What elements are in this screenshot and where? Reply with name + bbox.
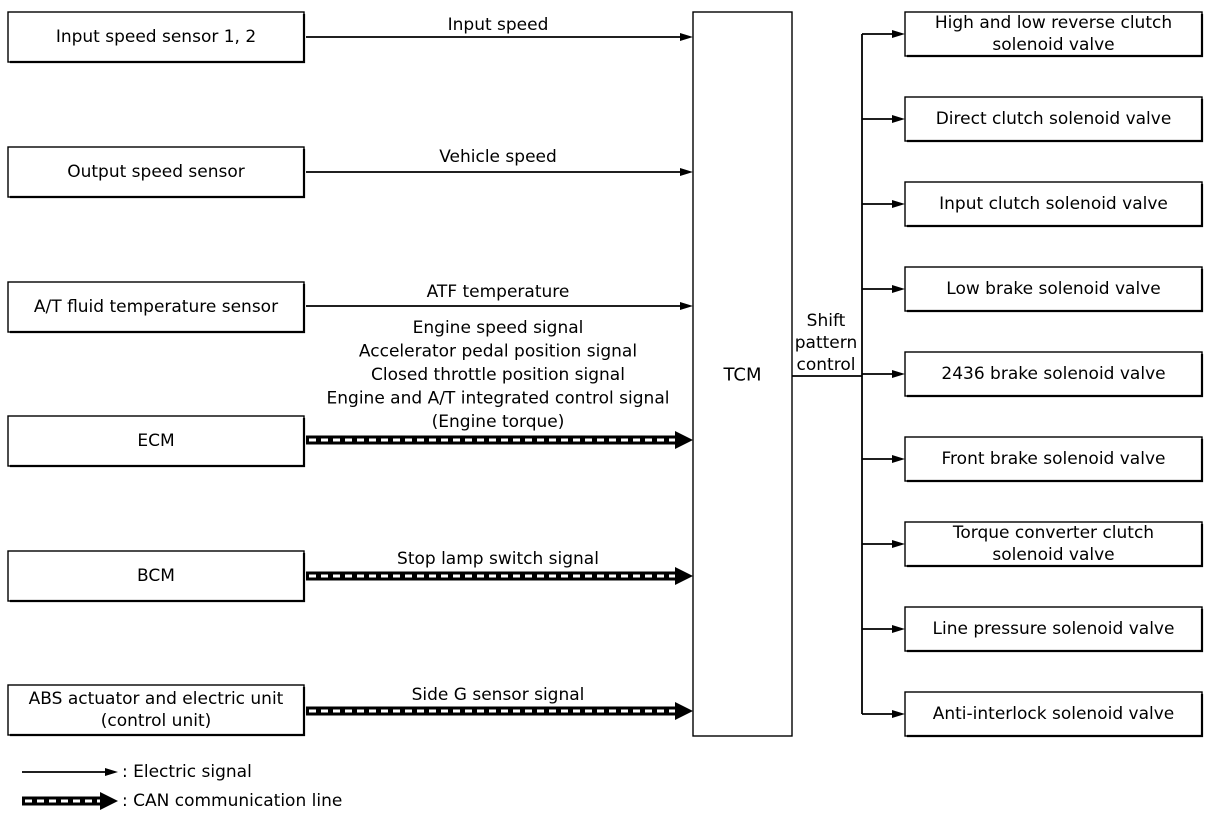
output-box-shadow [907,184,1204,228]
output-box-label: Torque converter clutch [952,523,1154,543]
output-box-label: Input clutch solenoid valve [939,194,1168,214]
output-box-label: Line pressure solenoid valve [933,619,1175,639]
output-8: Anti-interlock solenoid valve [862,691,1204,738]
signal-label: (Engine torque) [432,412,565,432]
output-box-label: High and low reverse clutch [935,13,1172,33]
can-arrowhead-icon [675,702,693,720]
output-box-shadow [907,694,1204,738]
can-arrowhead-icon [100,792,118,810]
output-box-label: solenoid valve [992,545,1114,565]
input-box-shadow [10,418,306,468]
can-arrowhead-icon [675,431,693,449]
arrowhead-icon [680,302,693,310]
signal-label: Engine speed signal [413,318,584,338]
output-box [904,691,1203,737]
signal-label: ATF temperature [427,282,570,302]
signal-label: Accelerator pedal position signal [359,342,637,362]
input-0: Input speed sensor 1, 2 Input speed [7,11,693,64]
output-box-shadow [907,524,1204,568]
tcm-label: TCM [722,365,761,386]
arrowhead-icon [892,200,905,208]
arrowhead-icon [892,285,905,293]
output-4: 2436 brake solenoid valve [862,351,1204,398]
legend-item-electric: : Electric signal [22,762,252,782]
input-1: Output speed sensor Vehicle speed [7,146,693,199]
output-box [904,11,1203,57]
input-box-shadow [10,687,306,737]
arrowhead-icon [892,625,905,633]
input-box-label: (control unit) [101,711,212,731]
output-box-shadow [907,609,1204,653]
input-box-label: ABS actuator and electric unit [29,689,284,709]
legend-label: : Electric signal [122,762,252,782]
output-box-label: Front brake solenoid valve [942,449,1166,469]
input-box [7,281,305,333]
input-box-shadow [10,149,306,199]
arrowhead-icon [680,33,693,41]
input-box-label: Output speed sensor [67,162,245,182]
output-3: Low brake solenoid valve [862,266,1204,313]
input-box-label: A/T fluid temperature sensor [34,297,278,317]
output-box-label: solenoid valve [992,35,1114,55]
output-2: Input clutch solenoid valve [862,181,1204,228]
output-box-label: Direct clutch solenoid valve [936,109,1172,129]
input-box-label: BCM [137,566,175,586]
output-control-label: Shift [807,311,846,331]
signal-label: Engine and A/T integrated control signal [327,389,670,409]
input-box [7,11,305,63]
output-box-label: Anti-interlock solenoid valve [933,704,1175,724]
output-box [904,266,1203,312]
arrowhead-icon [892,710,905,718]
output-box-shadow [907,14,1204,58]
arrowhead-icon [892,115,905,123]
output-1: Direct clutch solenoid valve [862,96,1204,143]
output-box-shadow [907,354,1204,398]
signal-label: Side G sensor signal [412,685,585,705]
input-box-shadow [10,14,306,64]
output-5: Front brake solenoid valve [862,436,1204,483]
signal-label: Input speed [448,15,549,35]
output-box-shadow [907,99,1204,143]
legend: : Electric signal : CAN communication lin… [22,762,342,811]
arrowhead-icon [892,30,905,38]
input-components: Input speed sensor 1, 2 Input speedOutput… [7,11,693,737]
can-arrowhead-icon [675,567,693,585]
signal-label: Closed throttle position signal [371,365,625,385]
input-box-label: ECM [137,431,174,451]
input-5: ABS actuator and electric unit(control u… [7,684,693,737]
output-box-label: Low brake solenoid valve [946,279,1160,299]
output-box-label: 2436 brake solenoid valve [941,364,1165,384]
tcm-box [692,11,793,737]
input-4: BCM Stop lamp switch signal [7,549,693,603]
legend-item-can: : CAN communication line [22,791,342,811]
arrowhead-icon [105,768,118,776]
input-box [7,146,305,198]
arrowhead-icon [892,370,905,378]
input-box-shadow [10,284,306,334]
arrowhead-icon [680,168,693,176]
input-2: A/T fluid temperature sensor ATF temperat… [7,281,693,334]
arrowhead-icon [892,455,905,463]
arrowhead-icon [892,540,905,548]
output-box-shadow [907,439,1204,483]
output-control-label: control [797,355,856,375]
output-box [904,436,1203,482]
input-box [7,415,305,467]
output-box-shadow [907,269,1204,313]
output-control-label: pattern [795,333,857,353]
signal-label: Stop lamp switch signal [397,549,599,569]
output-box [904,351,1203,397]
input-box-shadow [10,553,306,603]
output-7: Line pressure solenoid valve [862,606,1204,653]
input-box-label: Input speed sensor 1, 2 [56,27,256,47]
legend-label: : CAN communication line [122,791,342,811]
signal-label: Vehicle speed [439,147,557,167]
